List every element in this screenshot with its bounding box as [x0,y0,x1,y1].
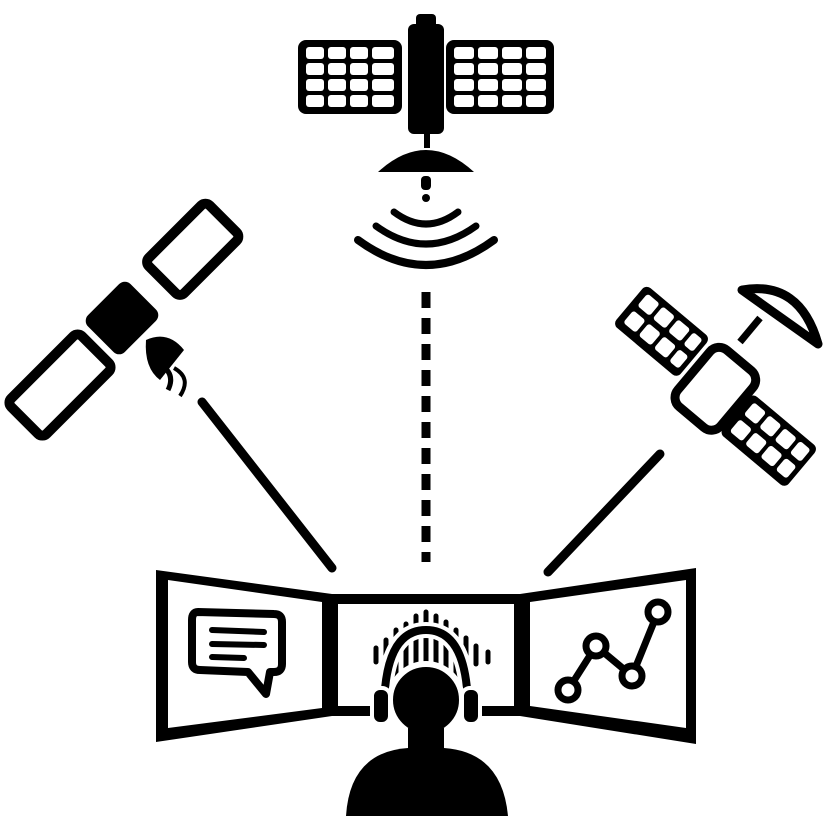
operator-head [387,661,465,739]
chat-bubble-icon [188,608,286,698]
satellite-top-icon [298,14,554,202]
operator-shoulders [346,748,508,816]
top-satellite-dish [378,150,474,172]
top-left-solar-panel [298,40,402,114]
left-downlink-line [197,397,337,573]
top-satellite-body [408,24,444,134]
top-right-solar-panel [446,40,554,114]
headset-operator-icon [346,621,508,816]
satellite-right-icon [615,284,823,486]
line-graph-icon [554,598,672,704]
right-satellite-body [670,342,761,435]
left-satellite-body [85,281,159,355]
signal-waves-icon [354,208,498,269]
satellite-left-icon [4,198,244,441]
right-downlink-line [543,449,665,577]
